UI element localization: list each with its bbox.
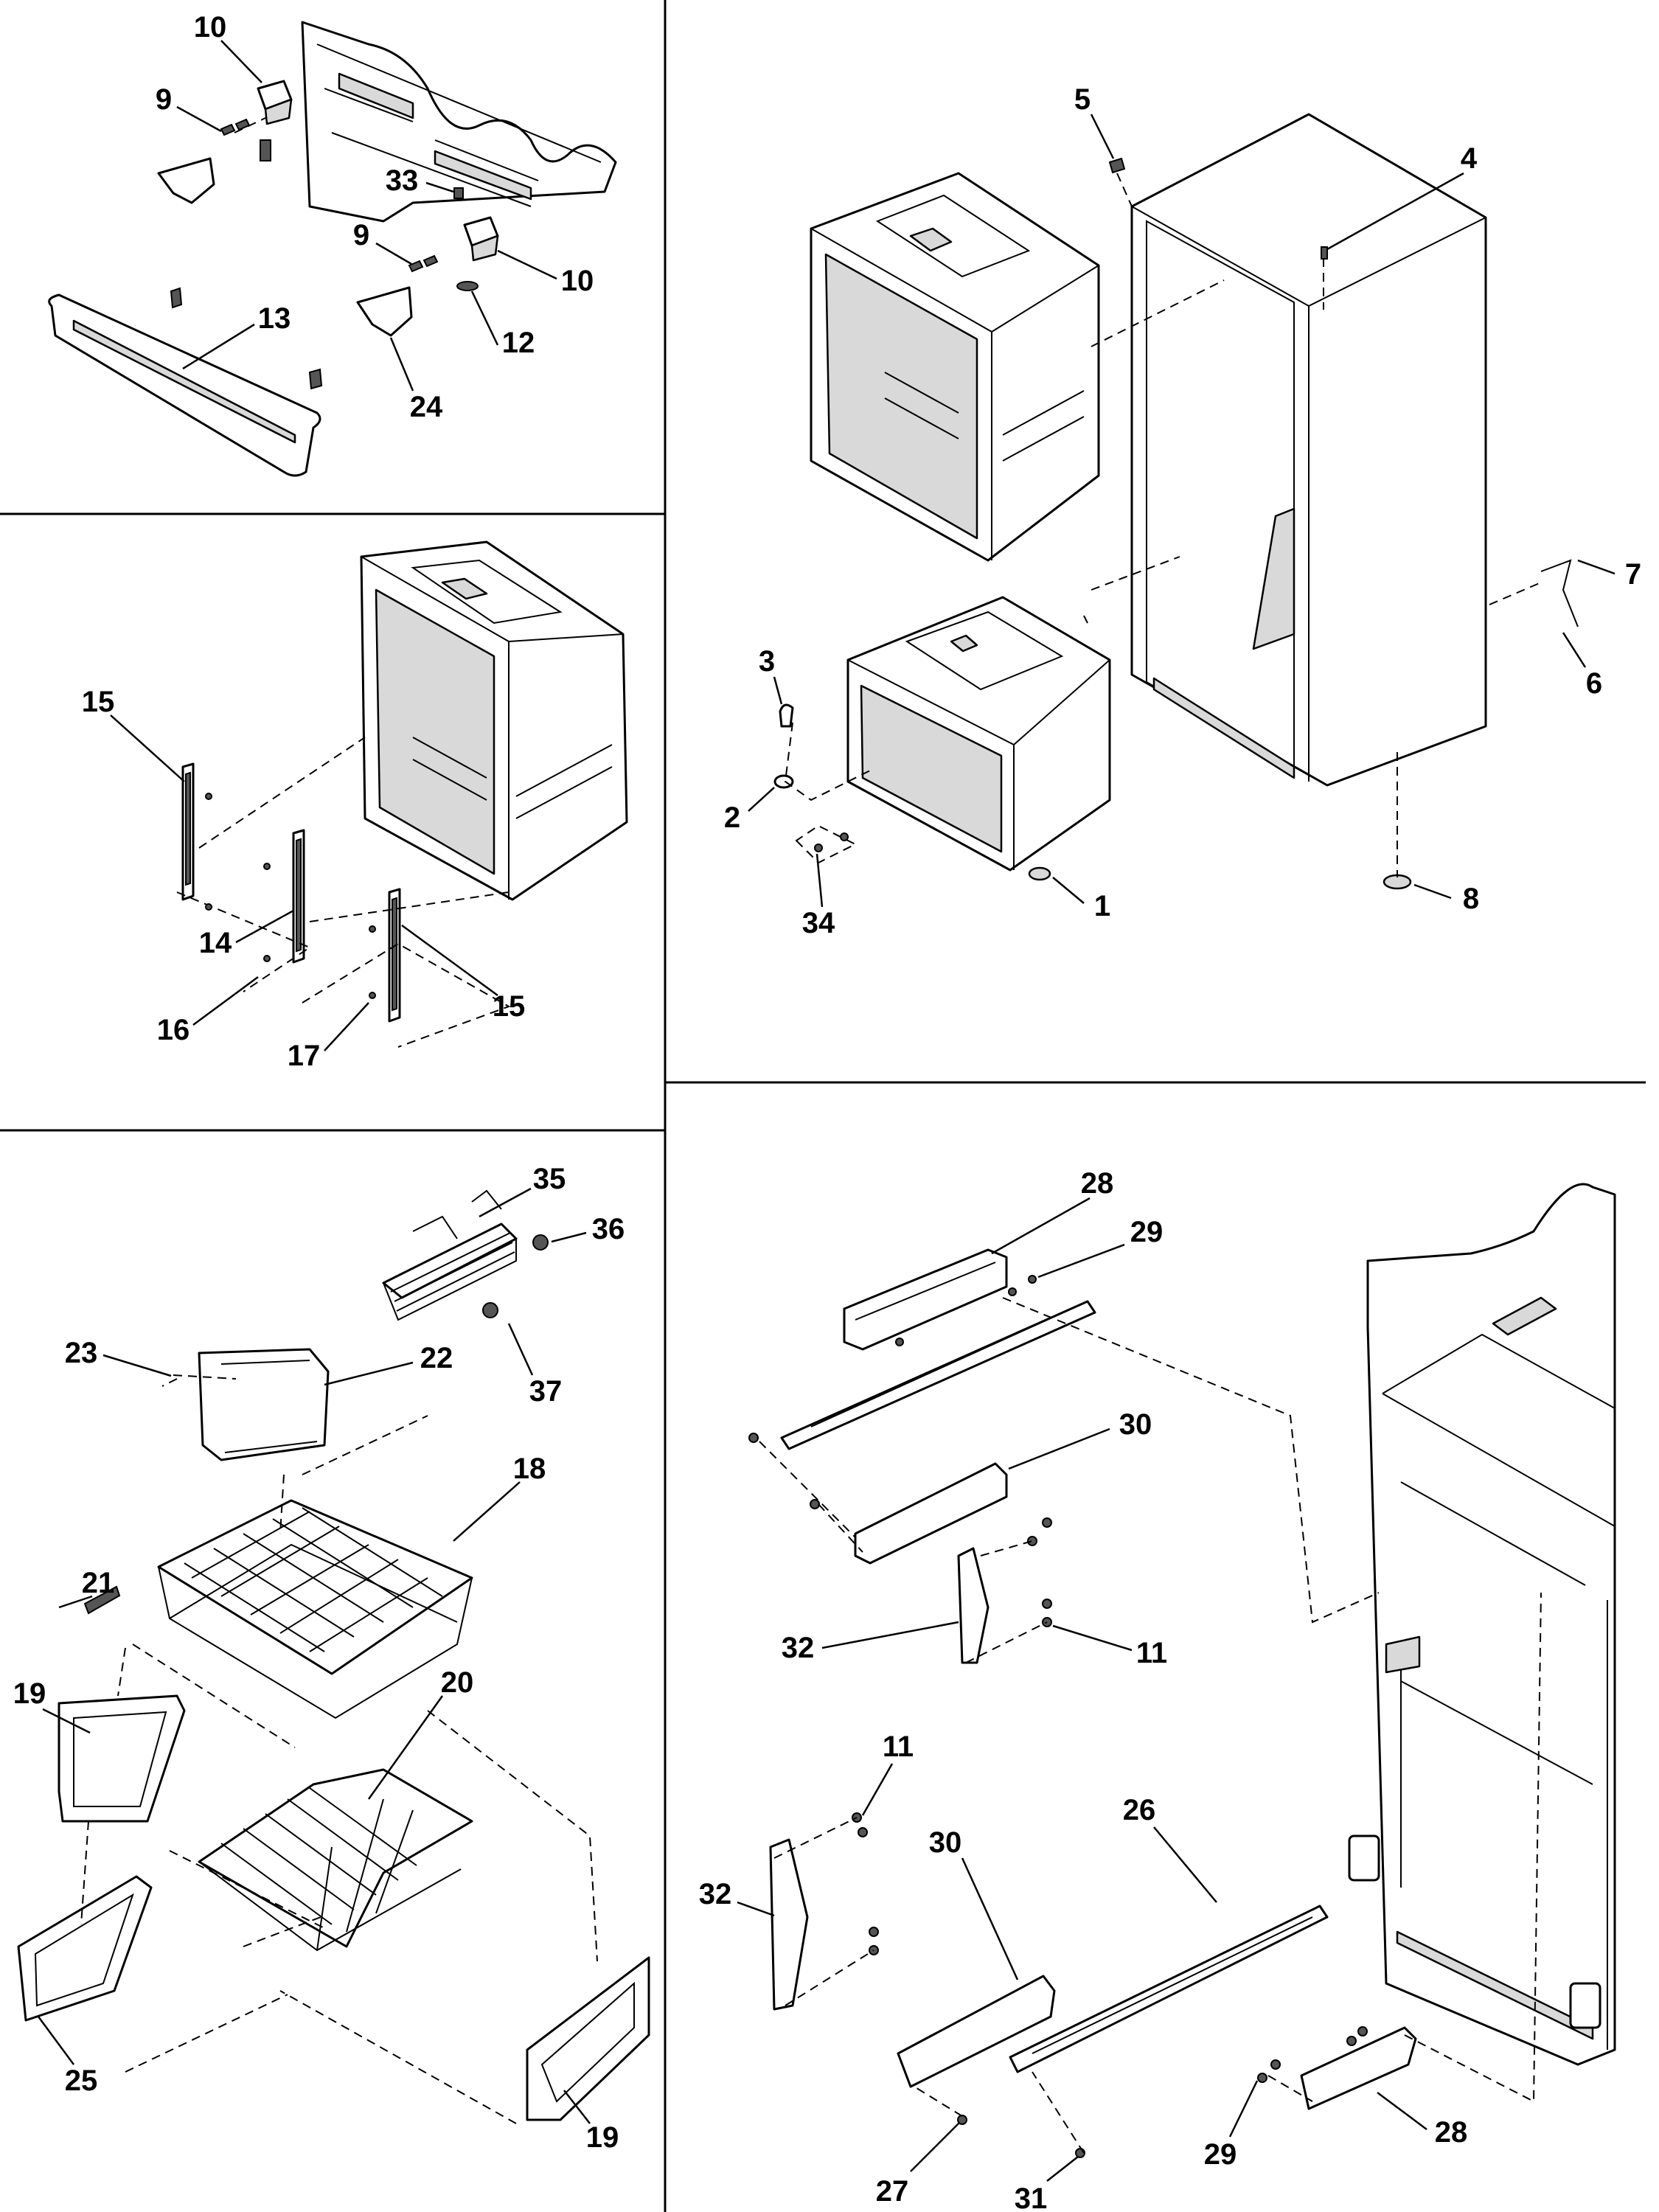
callout-label: 2 (724, 801, 740, 834)
callout-label: 22 (420, 1342, 453, 1374)
callouts-top-left: 10 9 33 9 10 13 12 24 (156, 11, 594, 423)
callout-label: 3 (759, 645, 775, 678)
callout-label: 11 (1136, 1637, 1167, 1669)
callout-label: 33 (386, 164, 419, 197)
callout-label: 9 (156, 83, 172, 116)
callout-label: 19 (13, 1677, 46, 1710)
callout-label: 27 (876, 2175, 909, 2208)
callouts-mid-left: 15 14 16 17 15 (82, 686, 526, 1072)
callout-label: 15 (493, 990, 526, 1023)
callout-label: 8 (1463, 883, 1479, 915)
callout-label: 15 (82, 686, 115, 718)
callout-label: 12 (502, 327, 535, 359)
callout-label: 26 (1123, 1794, 1156, 1826)
panel-rail-assembly (176, 540, 628, 1048)
callout-label: 36 (592, 1213, 625, 1245)
callout-label: 21 (82, 1567, 115, 1599)
callout-label: 19 (586, 2121, 619, 2154)
callout-label: 4 (1461, 142, 1478, 175)
panel-hinge-assembly (48, 21, 617, 477)
panel-cabinet-assembly (773, 113, 1579, 890)
callout-label: 9 (353, 219, 369, 251)
callout-label: 16 (157, 1014, 190, 1046)
callout-label: 10 (194, 11, 227, 44)
callout-label: 28 (1081, 1167, 1114, 1200)
callout-label: 34 (802, 907, 835, 939)
callout-label: 13 (258, 302, 291, 335)
callout-label: 11 (883, 1731, 914, 1763)
callout-label: 37 (529, 1375, 563, 1408)
callout-label: 18 (513, 1453, 546, 1485)
callout-label: 1 (1094, 890, 1110, 922)
callout-label: 28 (1435, 2116, 1468, 2149)
callout-label: 14 (199, 927, 232, 959)
callouts-bottom-right: 28 29 30 32 11 11 30 26 32 29 28 27 31 (699, 1167, 1468, 2212)
callout-label: 25 (65, 2065, 98, 2097)
callout-label: 5 (1074, 83, 1091, 116)
callout-label: 7 (1625, 558, 1641, 591)
callout-label: 17 (288, 1040, 321, 1072)
callouts-bottom-left: 35 36 23 22 37 18 21 19 20 25 19 (13, 1163, 625, 2154)
callout-label: 29 (1204, 2138, 1237, 2171)
callout-label: 6 (1586, 667, 1602, 700)
callout-label: 31 (1015, 2183, 1048, 2212)
callout-label: 32 (699, 1878, 732, 1910)
panel-slide-assembly (748, 1183, 1616, 2158)
callout-label: 30 (929, 1826, 962, 1859)
callout-label: 23 (65, 1337, 98, 1369)
callout-label: 32 (782, 1632, 815, 1664)
callout-label: 10 (561, 265, 594, 297)
callouts-right-top: 5 4 7 6 3 2 34 1 8 (724, 83, 1641, 939)
panel-basket-assembly (17, 1189, 650, 2124)
callout-label: 29 (1130, 1216, 1164, 1248)
callout-label: 20 (441, 1666, 474, 1699)
callout-label: 30 (1119, 1408, 1152, 1441)
callout-label: 24 (410, 391, 443, 423)
callout-label: 35 (533, 1163, 566, 1195)
